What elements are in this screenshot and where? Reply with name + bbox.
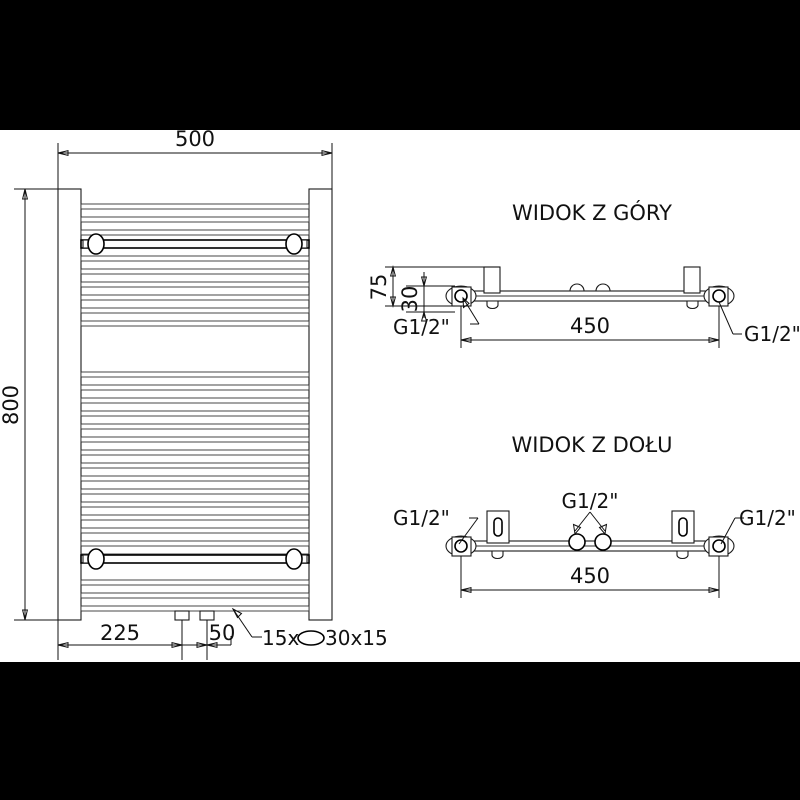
top-view-left-connection-label: G1/2" (393, 315, 450, 339)
front-spacing-label: 50 (209, 621, 236, 645)
lower-hanger-bar (80, 548, 310, 570)
top-view-inner-label: 30 (398, 286, 422, 313)
bottom-view-title: WIDOK Z DOŁU (511, 433, 672, 457)
tube-callout-profile: 30x15 (325, 626, 388, 650)
front-offset-label: 225 (100, 621, 140, 645)
top-view-depth-dimension (389, 265, 397, 308)
top-view-right-bracket (683, 266, 701, 294)
front-height-label: 800 (0, 385, 23, 425)
bottom-view-left-fitting (445, 535, 477, 557)
bottom-view-center-connections (568, 533, 612, 551)
top-view-center-bosses (569, 283, 611, 292)
bottom-view-right-connection-leader (720, 517, 744, 545)
right-post (308, 188, 333, 621)
top-view-span-extension-lines (460, 306, 720, 348)
left-post (57, 188, 82, 621)
rail-group (80, 203, 310, 612)
tube-callout-leader (231, 607, 262, 638)
top-view-title: WIDOK Z GÓRY (512, 200, 672, 225)
front-height-dimension (21, 188, 29, 621)
front-width-dimension (57, 149, 333, 157)
bottom-connection-stubs (174, 610, 215, 621)
front-bottom-extension-lines (57, 620, 232, 660)
upper-hanger-bar (80, 233, 310, 255)
bottom-view-left-mounting-plate (486, 510, 510, 544)
front-offset-dimension (57, 641, 183, 649)
bottom-view-right-fitting (703, 535, 735, 557)
bottom-view-left-connection-leader (458, 517, 479, 545)
bottom-view-right-connection-label: G1/2" (739, 506, 796, 530)
front-width-label: 500 (175, 127, 215, 151)
bottom-view-span-dimension (460, 586, 720, 594)
top-view-depth-label: 75 (367, 274, 391, 301)
bottom-view-left-connection-label: G1/2" (393, 506, 450, 530)
top-view-span-label: 450 (570, 314, 610, 338)
top-view-left-connection-leader (462, 296, 480, 325)
bottom-view-feet (491, 550, 689, 559)
bottom-view-center-connection-label: G1/2" (562, 489, 619, 513)
oval-profile-icon (297, 630, 325, 646)
top-view-feet (486, 300, 699, 309)
bottom-view-center-connection-leader (572, 511, 608, 536)
front-spacing-dimension (182, 641, 231, 649)
top-view-depth-extension-lines (385, 266, 500, 307)
front-width-extension-lines (57, 143, 333, 197)
top-view-left-bracket (483, 266, 501, 294)
bottom-view-span-extension-lines (460, 556, 720, 598)
bottom-view-span-label: 450 (570, 564, 610, 588)
top-view-inner-dimension (420, 272, 428, 322)
top-view: WIDOK Z GÓRY (367, 200, 800, 348)
bottom-view-right-mounting-plate (671, 510, 695, 544)
top-view-span-dimension (460, 336, 720, 344)
front-view: 500 800 (0, 127, 388, 660)
top-view-left-fitting (445, 285, 477, 307)
top-view-inner-extension-lines (406, 285, 455, 313)
bottom-view: WIDOK Z DOŁU (393, 433, 796, 598)
tube-callout-count: 15x (262, 626, 299, 650)
top-view-right-connection-label: G1/2" (744, 322, 800, 346)
top-view-right-connection-leader (718, 301, 742, 335)
